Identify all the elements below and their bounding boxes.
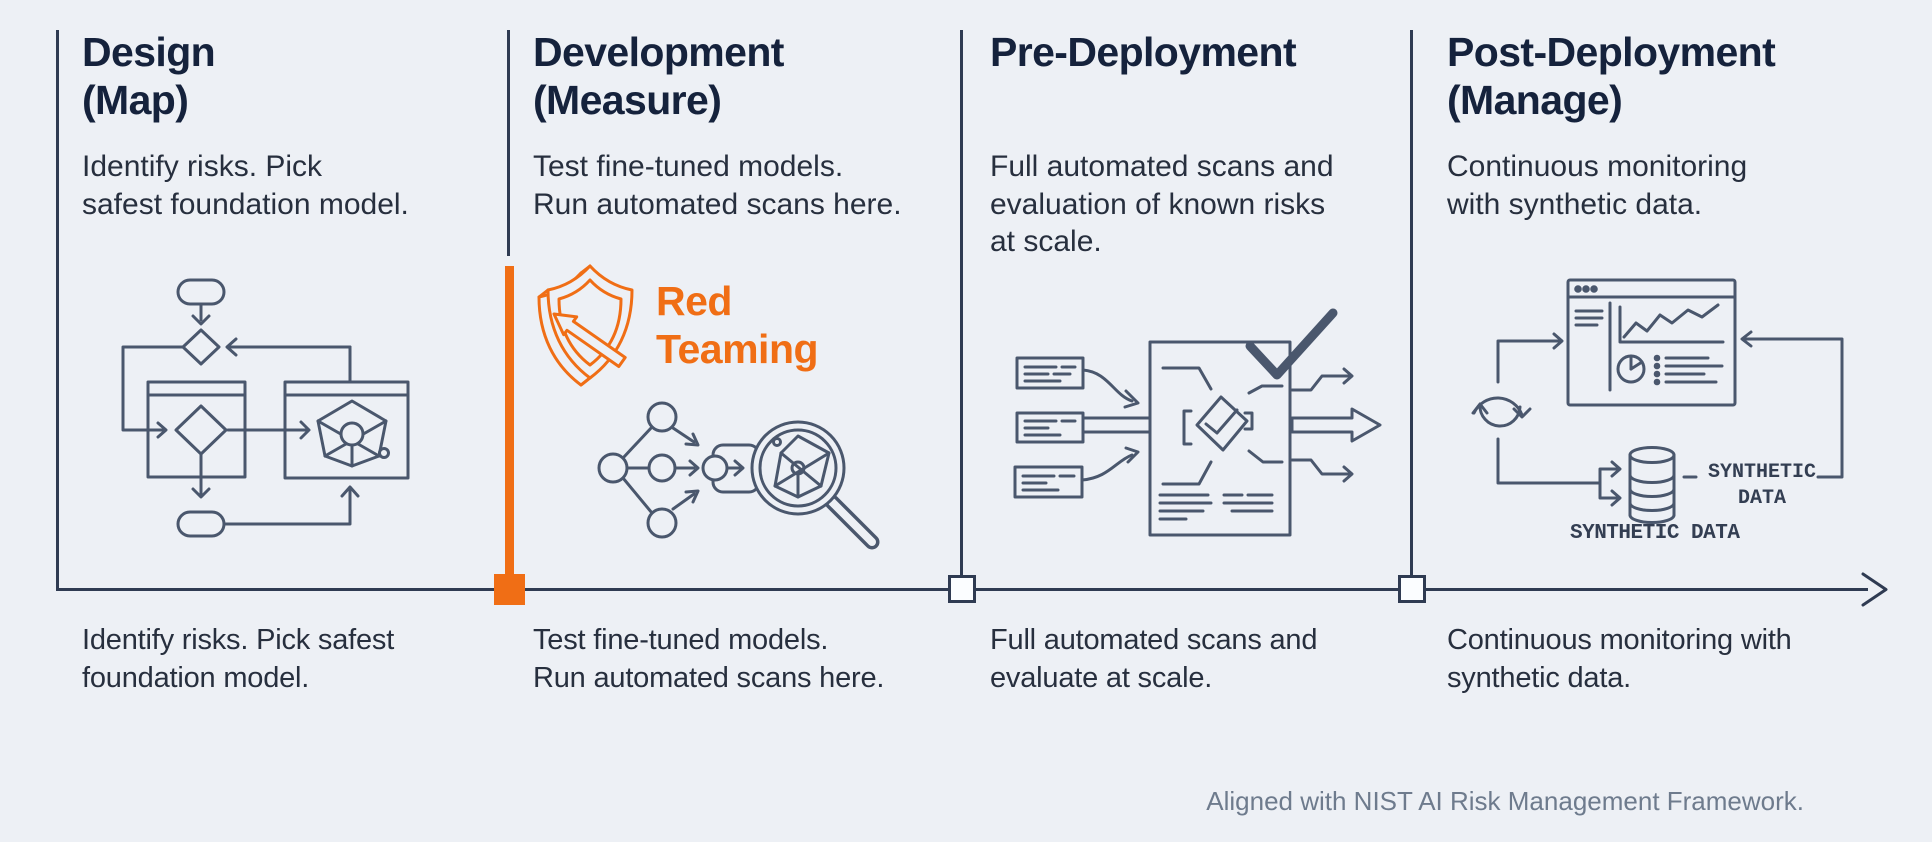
flow-start-node xyxy=(176,278,226,306)
flow-window-right xyxy=(283,380,410,480)
model-scan-magnifier-icon xyxy=(597,401,880,550)
input-card xyxy=(1013,465,1084,499)
document-text-lines xyxy=(1158,493,1274,521)
document-scan-icon xyxy=(1013,308,1382,537)
line-chart-axis xyxy=(1618,305,1725,344)
timeline-marker-pre-deployment xyxy=(948,575,976,603)
red-teaming-label: Red Teaming xyxy=(656,278,819,372)
flow-end-node xyxy=(176,510,226,538)
phase-title: Development (Measure) xyxy=(533,29,784,124)
timeline-arrowhead-icon xyxy=(1861,572,1888,607)
phase-title: Pre-Deployment xyxy=(990,29,1297,75)
phase-description: Identify risks. Pick safest foundation m… xyxy=(82,150,409,221)
phase-description: Test fine-tuned models. Run automated sc… xyxy=(533,150,902,221)
dashboard-window xyxy=(1566,278,1737,407)
phase-divider-design xyxy=(56,30,59,590)
red-teaming-highlight-bar xyxy=(505,266,514,574)
timeline-caption-development: Test fine-tuned models. Run automated sc… xyxy=(533,624,885,694)
monitoring-loop-icon xyxy=(1471,278,1844,524)
phase-title: Post-Deployment (Manage) xyxy=(1447,29,1776,124)
phase-title: Design (Map) xyxy=(82,29,216,124)
phase-divider-post-deployment xyxy=(1410,30,1413,577)
phase-post-deployment: Post-Deployment (Manage) Continuous moni… xyxy=(1447,28,1912,221)
flowchart-icon xyxy=(121,278,410,538)
timeline-caption-post-deployment: Continuous monitoring with synthetic dat… xyxy=(1447,624,1792,694)
timeline-caption-pre-deployment: Full automated scans and evaluate at sca… xyxy=(990,624,1318,694)
footer-note: Aligned with NIST AI Risk Management Fra… xyxy=(1206,786,1804,816)
model-node-icon xyxy=(316,399,390,468)
timeline-marker-red-teaming xyxy=(494,574,525,605)
arrow-into-shield xyxy=(552,312,627,368)
model-graph-nodes xyxy=(597,401,700,539)
flow-decision-node xyxy=(181,328,221,366)
metric-list xyxy=(1653,354,1724,386)
timeline-marker-post-deployment xyxy=(1398,575,1426,603)
phase-development: Development (Measure) Test fine-tuned mo… xyxy=(533,28,953,221)
sync-icon xyxy=(1471,396,1532,428)
input-card xyxy=(1015,411,1085,444)
document-circuit xyxy=(1161,366,1284,486)
checkmark-icon xyxy=(1245,308,1338,380)
line-chart xyxy=(1622,303,1720,339)
shield-arrow-icon xyxy=(537,264,634,387)
synthetic-data-side-label: SYNTHETIC DATA xyxy=(1707,461,1817,510)
database-icon xyxy=(1628,446,1676,524)
magnifier-icon xyxy=(750,420,880,550)
pie-chart-icon xyxy=(1616,354,1646,384)
phase-description: Full automated scans and evaluation of k… xyxy=(990,150,1334,258)
phase-divider-pre-deployment xyxy=(960,30,963,577)
timeline-caption-design: Identify risks. Pick safest foundation m… xyxy=(82,624,395,694)
phase-description: Continuous monitoring with synthetic dat… xyxy=(1447,150,1748,221)
phase-divider-development xyxy=(507,30,510,256)
synthetic-data-bottom-label: SYNTHETIC DATA xyxy=(1570,522,1740,545)
input-card xyxy=(1015,356,1085,390)
output-arrows xyxy=(1290,367,1382,483)
phase-pre-deployment: Pre-Deployment Full automated scans and … xyxy=(990,28,1410,258)
phase-design: Design (Map) Identify risks. Pick safest… xyxy=(82,28,492,221)
